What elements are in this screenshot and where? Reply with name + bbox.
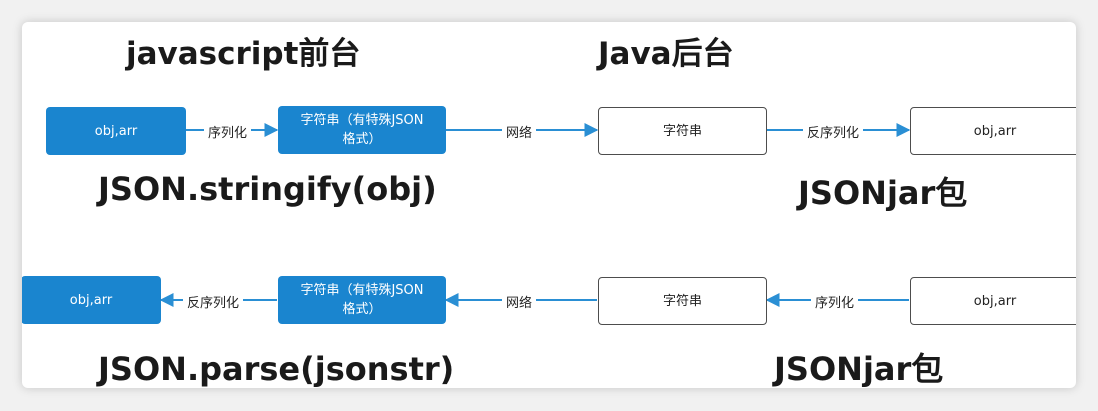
bottom-network-label: 网络: [502, 292, 537, 311]
top-serialize-label: 序列化: [204, 122, 252, 141]
top-obj-arr-box: obj,arr: [46, 107, 186, 155]
bottom-obj-arr-box: obj,arr: [22, 276, 161, 324]
bottom-json-string-box: 字符串（有特殊JSON格式）: [278, 276, 446, 324]
top-network-label: 网络: [502, 122, 537, 141]
bottom-serialize-label: 序列化: [811, 292, 859, 311]
top-string-box: 字符串: [598, 107, 767, 155]
stringify-heading: JSON.stringify(obj): [98, 170, 437, 208]
bottom-deserialize-label: 反序列化: [183, 292, 244, 311]
jar-heading-top: JSONjar包: [798, 174, 968, 212]
jar-heading-bottom: JSONjar包: [774, 350, 944, 388]
frontend-heading: javascript前台: [126, 36, 361, 72]
top-obj-arr-result-box: obj,arr: [910, 107, 1076, 155]
bottom-string-box: 字符串: [598, 277, 767, 325]
bottom-obj-arr-source-box: obj,arr: [910, 277, 1076, 325]
top-deserialize-label: 反序列化: [803, 122, 864, 141]
backend-heading: Java后台: [598, 36, 734, 72]
top-json-string-box: 字符串（有特殊JSON格式）: [278, 106, 446, 154]
diagram-card: javascript前台 Java后台 JSON.stringify(obj) …: [22, 22, 1076, 388]
parse-heading: JSON.parse(jsonstr): [98, 350, 455, 388]
